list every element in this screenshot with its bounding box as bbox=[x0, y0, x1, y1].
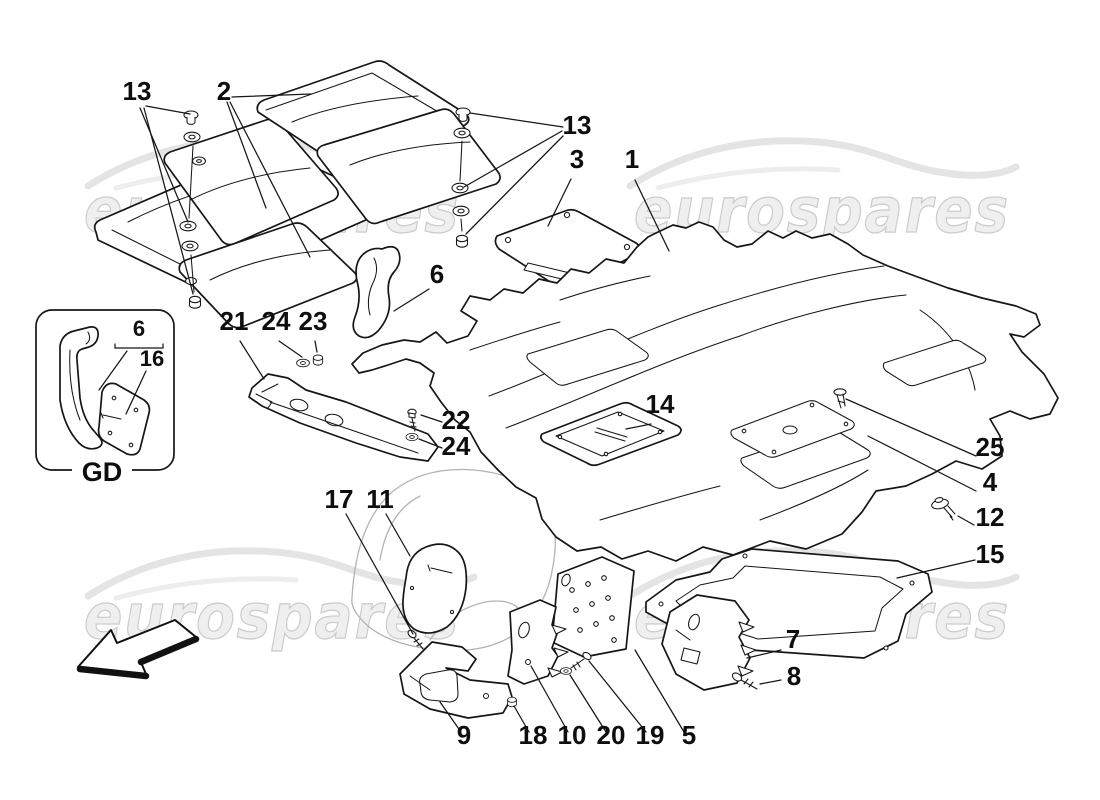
callout-10: 10 bbox=[558, 720, 587, 750]
leader-lines bbox=[139, 93, 977, 733]
leader-line bbox=[957, 515, 975, 526]
leader-line bbox=[759, 679, 782, 685]
leader-line bbox=[625, 423, 652, 430]
bracket-part-10 bbox=[507, 599, 569, 685]
callout-16: 16 bbox=[140, 346, 164, 371]
bracket-part-9 bbox=[399, 641, 513, 719]
direction-arrow bbox=[76, 619, 200, 680]
leader-line bbox=[465, 135, 564, 235]
callout-13-left: 13 bbox=[123, 76, 152, 106]
gd-inset-box: GD 6 16 bbox=[35, 309, 175, 487]
nut-part-18 bbox=[507, 696, 517, 708]
callout-14: 14 bbox=[646, 389, 675, 419]
leader-line bbox=[463, 130, 563, 188]
leader-line bbox=[513, 705, 530, 733]
plate-part-11 bbox=[402, 543, 468, 634]
floor-mat-front-right bbox=[316, 108, 501, 225]
leader-line bbox=[569, 674, 607, 733]
inset-part-6 bbox=[59, 326, 103, 450]
bracket-part-7 bbox=[661, 594, 757, 691]
leader-line bbox=[98, 350, 128, 391]
leader-line bbox=[530, 665, 569, 733]
callout-20: 20 bbox=[597, 720, 626, 750]
leader-line bbox=[896, 559, 976, 579]
callout-3: 3 bbox=[570, 144, 584, 174]
callout-15: 15 bbox=[976, 539, 1005, 569]
bracket-part-21 bbox=[248, 373, 439, 462]
callout-7: 7 bbox=[786, 624, 800, 654]
leader-line bbox=[385, 513, 411, 557]
leader-line bbox=[229, 101, 311, 258]
leader-line bbox=[125, 370, 147, 415]
callout-17: 17 bbox=[325, 484, 354, 514]
leader-line bbox=[418, 438, 443, 449]
washer-part-24b bbox=[405, 433, 419, 441]
bolt-part-8 bbox=[731, 672, 758, 690]
leader-line bbox=[226, 101, 267, 209]
screw-part-17 bbox=[407, 629, 424, 650]
clip-part-12 bbox=[931, 497, 956, 521]
leader-line bbox=[634, 179, 670, 252]
leader-line bbox=[420, 414, 443, 423]
inset-label: GD bbox=[82, 457, 123, 487]
leader-line bbox=[547, 178, 572, 227]
callout-24b: 24 bbox=[442, 431, 471, 461]
leader-line bbox=[145, 105, 191, 115]
callout-22: 22 bbox=[442, 405, 471, 435]
leader-line bbox=[345, 513, 414, 635]
leader-line bbox=[239, 340, 265, 380]
leader-line bbox=[867, 435, 977, 492]
callouts: 13 2 13 3 1 6 21 24 23 22 24 14 25 4 12 … bbox=[123, 76, 1005, 750]
callout-24a: 24 bbox=[262, 306, 291, 336]
leader-line bbox=[439, 701, 462, 733]
clip-part-25 bbox=[833, 388, 847, 409]
screw-part-22 bbox=[407, 408, 417, 432]
carpet-opening bbox=[882, 339, 987, 387]
leader-line bbox=[314, 340, 318, 353]
callout-25: 25 bbox=[976, 432, 1005, 462]
leader-line bbox=[139, 107, 189, 223]
callout-18: 18 bbox=[519, 720, 548, 750]
leader-line bbox=[588, 660, 647, 733]
leader-line bbox=[231, 93, 312, 98]
washer-part-20 bbox=[560, 667, 572, 675]
screw-part-19 bbox=[570, 651, 592, 671]
leader-line bbox=[143, 107, 194, 295]
bracket-part-5 bbox=[551, 556, 635, 658]
main-carpet-part-1 bbox=[351, 221, 1059, 562]
callout-12: 12 bbox=[976, 502, 1005, 532]
mat-grommet bbox=[184, 276, 198, 286]
leader-line bbox=[278, 340, 303, 358]
callout-4: 4 bbox=[983, 467, 998, 497]
callout-19: 19 bbox=[636, 720, 665, 750]
leader-line bbox=[393, 288, 430, 312]
callout-2: 2 bbox=[217, 76, 231, 106]
callout-6: 6 bbox=[430, 259, 444, 289]
tunnel-plate bbox=[730, 400, 855, 458]
leader-line bbox=[746, 649, 782, 659]
callout-6-inset: 6 bbox=[133, 316, 145, 341]
inset-part-16 bbox=[97, 382, 151, 456]
leader-line bbox=[469, 112, 564, 128]
callout-13-right: 13 bbox=[563, 110, 592, 140]
carpet-opening bbox=[526, 328, 649, 386]
callout-9: 9 bbox=[457, 720, 471, 750]
callout-1: 1 bbox=[625, 144, 639, 174]
callout-21: 21 bbox=[220, 306, 249, 336]
mat-fastener-stack-right bbox=[451, 107, 471, 248]
cover-part-6 bbox=[352, 245, 401, 339]
mat-fastener-stack-left bbox=[179, 110, 202, 309]
floor-mats bbox=[93, 60, 501, 329]
callout-5: 5 bbox=[682, 720, 696, 750]
leader-line bbox=[845, 398, 977, 457]
callout-8: 8 bbox=[787, 661, 801, 691]
callout-11: 11 bbox=[366, 484, 394, 514]
callout-23: 23 bbox=[299, 306, 328, 336]
nut-part-23 bbox=[312, 354, 324, 366]
floor-mat-centre bbox=[178, 222, 358, 329]
leader-line bbox=[634, 649, 685, 733]
washer-part-24a bbox=[296, 358, 310, 368]
carpet-insert-part-14 bbox=[540, 401, 682, 467]
